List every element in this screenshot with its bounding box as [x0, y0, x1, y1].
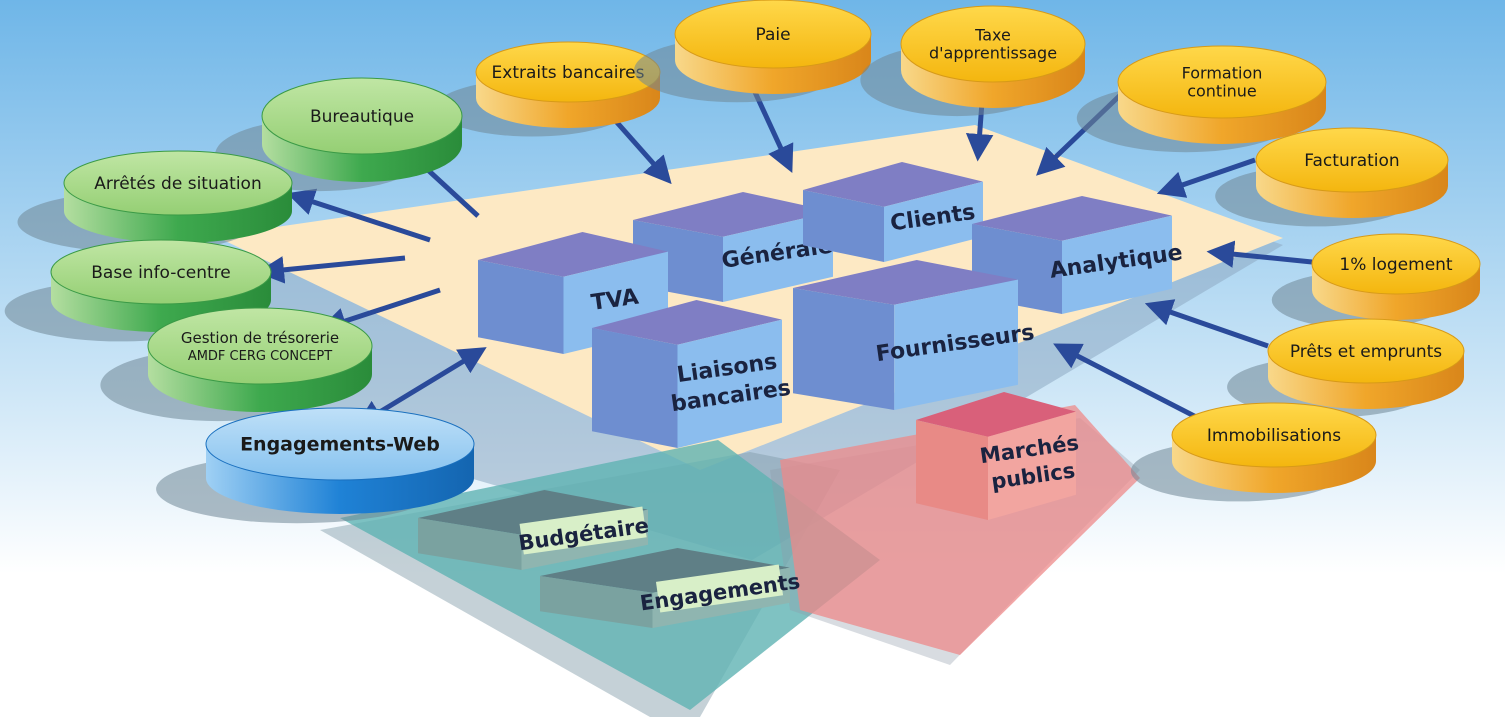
box-top [540, 548, 790, 593]
disc-top [50, 239, 272, 305]
disc-top [1311, 233, 1481, 295]
box-top [972, 196, 1172, 241]
disc-label: d'apprentissage [929, 44, 1057, 63]
module-fournisseurs: Fournisseurs [793, 260, 1036, 410]
module-clients: Clients [803, 162, 983, 262]
disc-top [900, 5, 1086, 83]
disc-label: Arrêtés de situation [94, 174, 261, 194]
disc-label: Base info-centre [91, 263, 230, 283]
box-top [633, 192, 833, 237]
disc-logement: 1% logement [1271, 233, 1481, 329]
disc-label: Engagements-Web [240, 434, 440, 456]
box-top [793, 260, 1018, 305]
facturation-arrow [1156, 157, 1256, 198]
box-front [894, 279, 1018, 410]
module-analytique: Analytique [972, 196, 1184, 314]
disc-facturation: Facturation [1215, 127, 1449, 227]
prets-arrow [1144, 299, 1269, 349]
box-side [478, 260, 564, 354]
disc-top [1267, 318, 1465, 384]
box-front [1062, 215, 1172, 314]
disc-extraits: Extraits bancaires [435, 41, 661, 137]
box-top [916, 392, 1076, 437]
disc-label: Formation [1182, 64, 1263, 83]
box-side [540, 576, 653, 628]
disc-arretes: Arrêtés de situation [17, 150, 293, 253]
box-side [418, 518, 522, 570]
module-budgetaire: Budgétaire [418, 490, 650, 570]
disc-top [147, 307, 373, 385]
disc-top [1171, 402, 1377, 468]
disc-top [205, 407, 475, 481]
disc-top [1255, 127, 1449, 193]
box-front [677, 319, 782, 448]
logement-arrow [1206, 240, 1313, 268]
box-front [988, 411, 1076, 520]
disc-top [674, 0, 872, 69]
box-top [803, 162, 983, 207]
box-front [884, 181, 983, 262]
box-side [793, 288, 895, 410]
disc-label: Paie [755, 25, 790, 45]
immo-arrow [1053, 343, 1204, 423]
box-label-plate [655, 564, 784, 613]
disc-label: Prêts et emprunts [1290, 342, 1442, 362]
disc-label: Taxe [974, 26, 1011, 45]
disc-top [63, 150, 293, 216]
disc-immo: Immobilisations [1130, 402, 1377, 502]
arretes-arrow [286, 188, 431, 243]
disc-prets: Prêts et emprunts [1227, 318, 1465, 418]
disc-label: Extraits bancaires [492, 63, 645, 83]
disc-label: 1% logement [1339, 255, 1453, 275]
box-side [803, 190, 884, 262]
box-side [592, 328, 678, 448]
disc-label: AMDF CERG CONCEPT [188, 349, 332, 364]
disc-web: Engagements-Web [156, 407, 475, 524]
disc-paie: Paie [634, 0, 872, 103]
main-platform [215, 125, 1283, 470]
box-top [418, 490, 648, 535]
box-label-plate [519, 506, 647, 555]
box-top [592, 300, 782, 345]
disc-label: Facturation [1304, 151, 1399, 171]
disc-label: Gestion de trésorerie [181, 329, 339, 347]
box-top [478, 232, 668, 277]
box-side [916, 420, 988, 520]
disc-label: continue [1187, 82, 1257, 101]
disc-label: Immobilisations [1207, 426, 1341, 446]
disc-label: Bureautique [310, 107, 414, 127]
module-engagements: Engagements [540, 548, 802, 628]
disc-top [261, 77, 463, 155]
disc-top [1117, 45, 1327, 119]
base-arrow [256, 255, 406, 284]
